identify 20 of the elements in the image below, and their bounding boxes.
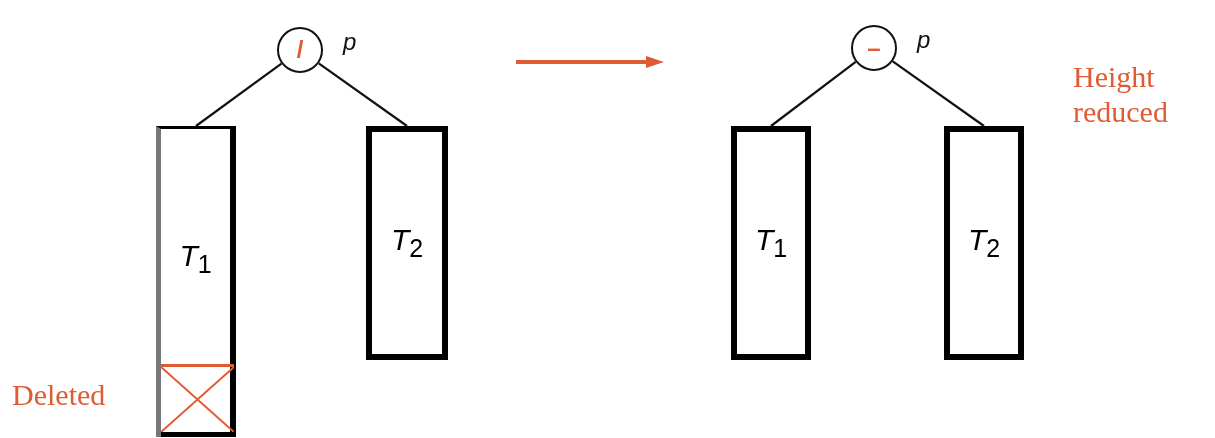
tree-node-circle <box>277 27 323 73</box>
tree-edge <box>318 62 408 127</box>
balance-factor: – <box>867 36 881 60</box>
subtree-label: T$_{1}$ <box>179 239 212 279</box>
balance-factor: / <box>296 38 304 62</box>
tree-edge <box>892 60 985 127</box>
node-pointer-label: p <box>343 28 357 56</box>
subtree-box <box>366 126 448 360</box>
tree-edge <box>195 62 283 127</box>
subtree-label: T$_{1}$ <box>754 223 788 263</box>
note-label: Deleted <box>12 378 106 413</box>
subtree-label: T$_{2}$ <box>390 223 424 263</box>
subtree-box <box>944 126 1024 360</box>
subtree-label: T$_{2}$ <box>967 223 1001 263</box>
subtree-box <box>731 126 811 360</box>
subtree-box <box>156 126 236 437</box>
node-pointer-label: p <box>917 26 931 54</box>
tree-node-circle <box>851 25 897 71</box>
note-label: Height reduced <box>1073 60 1169 129</box>
tree-edge <box>770 61 857 127</box>
